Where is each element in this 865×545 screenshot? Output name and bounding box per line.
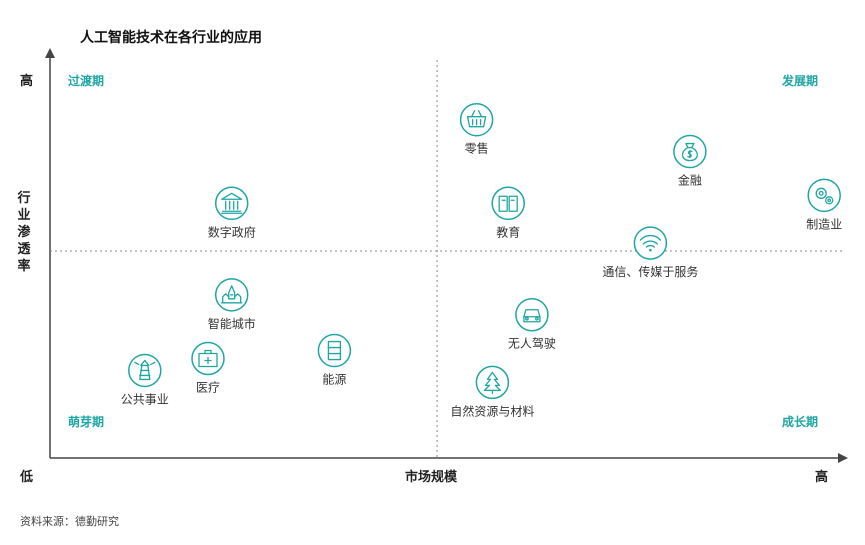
- city-buildings-icon: [221, 285, 243, 304]
- point-label: 数字政府: [208, 224, 256, 239]
- data-point-1: 零售: [459, 102, 494, 156]
- point-label: 金融: [678, 173, 702, 188]
- data-point-4: 教育: [491, 186, 525, 239]
- medical-kit-icon: [198, 349, 218, 368]
- lighthouse-icon: [134, 359, 156, 381]
- basket-icon: [466, 110, 487, 128]
- source-note: 资料来源：德勤研究: [20, 515, 119, 528]
- quadrant-label-bottom-right: 成长期: [782, 415, 819, 429]
- book-icon: [498, 195, 518, 212]
- point-label: 自然资源与材料: [450, 403, 534, 418]
- data-point-6: 无人驾驶: [508, 297, 556, 351]
- point-label: 智能城市: [208, 316, 256, 331]
- tree-icon: [483, 371, 502, 395]
- point-label: 通信、传媒于服务: [602, 264, 698, 279]
- point-label: 制造业: [806, 217, 842, 231]
- wifi-icon: [639, 234, 662, 252]
- point-label: 零售: [465, 141, 489, 156]
- money-bag-icon: [681, 142, 698, 162]
- point-label: 能源: [322, 373, 346, 387]
- point-label: 无人驾驶: [508, 336, 556, 351]
- data-point-8: 数字政府: [208, 186, 256, 239]
- point-marker: [491, 186, 525, 221]
- data-point-9: 智能城市: [208, 278, 256, 331]
- chart-title: 人工智能技术在各行业的应用: [80, 30, 262, 46]
- point-label: 教育: [496, 224, 520, 239]
- point-marker: [633, 226, 668, 260]
- point-marker: [214, 186, 249, 221]
- y-axis-high-label: 高: [20, 74, 34, 89]
- x-axis-title: 市场规模: [405, 470, 458, 485]
- axis-low-label: 低: [20, 470, 34, 485]
- data-point-5: 通信、传媒于服务: [602, 226, 698, 279]
- quadrant-label-bottom-left: 萌芽期: [68, 415, 105, 429]
- x-axis-high-label: 高: [815, 470, 829, 485]
- data-point-10: 能源: [317, 333, 352, 387]
- point-label: 公共事业: [121, 392, 169, 406]
- car-icon: [523, 309, 541, 323]
- x-axis-arrow: [838, 453, 848, 463]
- y-axis-arrow: [45, 48, 55, 58]
- point-marker: [807, 178, 841, 213]
- data-point-7: 自然资源与材料: [450, 365, 534, 418]
- gears-icon: [815, 187, 834, 205]
- government-building-icon: [221, 192, 243, 214]
- quadrant-label-top-right: 发展期: [782, 74, 819, 88]
- point-marker: [515, 297, 549, 332]
- data-point-12: 公共事业: [121, 353, 169, 406]
- data-point-3: 制造业: [806, 178, 842, 231]
- battery-icon: [327, 340, 342, 361]
- data-point-2: 金融: [673, 134, 707, 188]
- data-point-11: 医疗: [191, 341, 225, 395]
- point-marker: [317, 333, 352, 368]
- quadrant-label-top-left: 过渡期: [68, 74, 105, 88]
- y-axis-title: 行业渗透率: [17, 191, 31, 274]
- point-label: 医疗: [196, 381, 220, 395]
